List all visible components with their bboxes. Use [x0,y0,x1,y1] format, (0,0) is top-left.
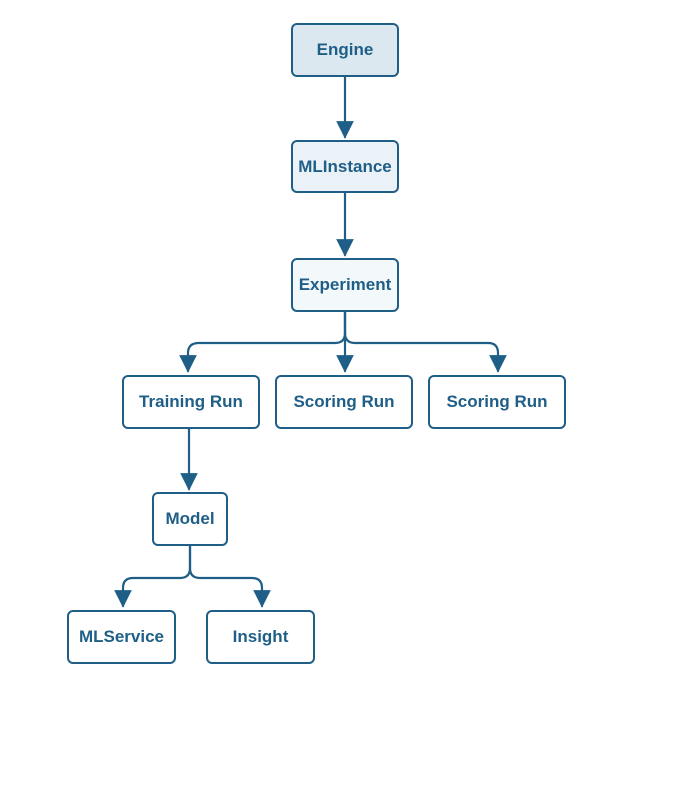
node-model[interactable]: Model [152,492,228,546]
node-scoring-run-1[interactable]: Scoring Run [275,375,413,429]
node-mlinstance-label: MLInstance [298,156,392,176]
node-training-run[interactable]: Training Run [122,375,260,429]
node-scoring-run-2[interactable]: Scoring Run [428,375,566,429]
edge-experiment-scoring-run-2 [343,310,507,373]
node-insight-label: Insight [232,627,289,646]
node-model-label: Model [165,509,215,528]
node-experiment[interactable]: Experiment [291,258,399,312]
node-engine[interactable]: Engine [291,23,399,77]
node-scoring-run-1-label: Scoring Run [293,392,395,411]
node-experiment-label: Experiment [298,275,392,294]
edge-experiment-training-run [179,310,347,373]
edge-model-mlservice [114,544,192,608]
node-mlservice-label: MLService [78,627,165,646]
node-mlinstance[interactable]: MLInstance [291,140,399,193]
edge-model-insight [188,544,271,608]
node-training-run-label: Training Run [139,392,243,411]
node-mlservice[interactable]: MLService [67,610,176,664]
node-scoring-run-2-label: Scoring Run [446,392,548,411]
node-insight[interactable]: Insight [206,610,315,664]
node-engine-label: Engine [316,40,374,59]
